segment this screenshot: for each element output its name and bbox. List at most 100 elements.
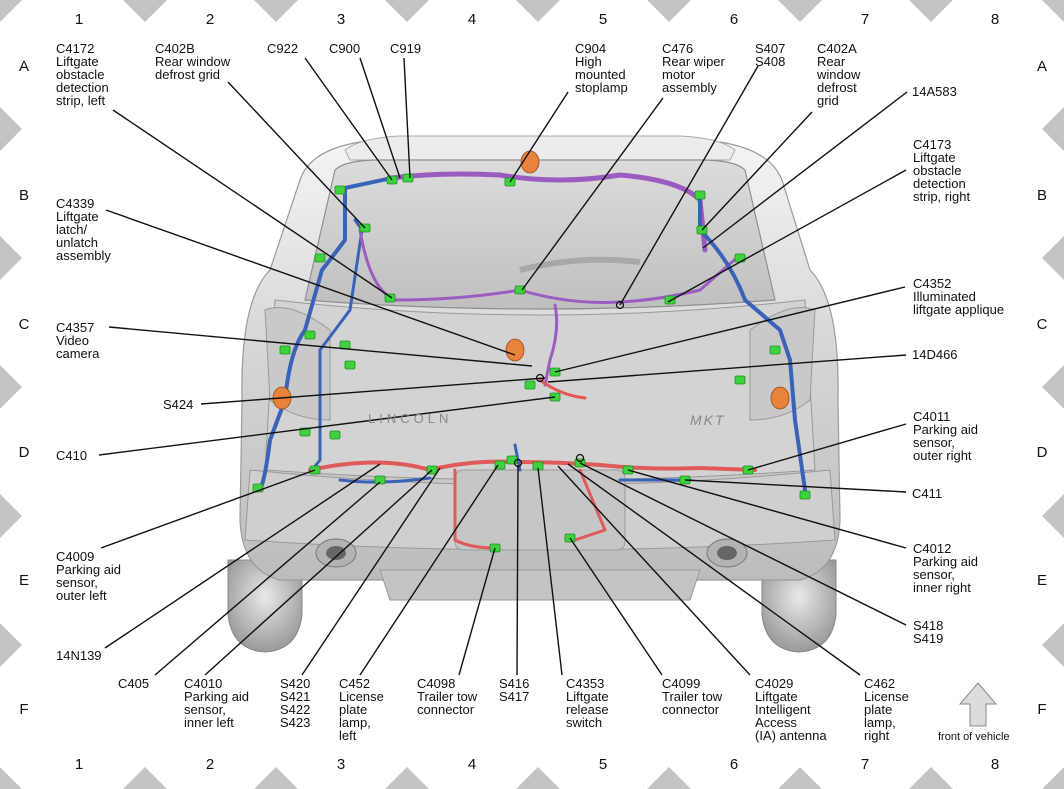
leader-line xyxy=(554,286,906,373)
connector-marker xyxy=(664,295,676,305)
connector-marker xyxy=(799,490,811,500)
connector-marker xyxy=(374,475,386,485)
column-number: 5 xyxy=(598,756,608,773)
splice-marker xyxy=(575,453,585,463)
row-letter: B xyxy=(18,187,29,204)
label-s418: S418 S419 xyxy=(913,618,944,646)
connector-marker xyxy=(344,360,356,370)
column-number: 1 xyxy=(74,756,84,773)
grid-marker xyxy=(1042,107,1064,151)
connector-marker xyxy=(769,345,781,355)
vehicle-rear-view xyxy=(227,135,841,653)
grid-marker xyxy=(516,0,560,22)
leader-line xyxy=(547,354,907,383)
row-letter: E xyxy=(18,572,29,589)
label-c4357: C4357 Video camera xyxy=(56,320,100,361)
grid-marker xyxy=(647,0,691,22)
grid-marker xyxy=(778,0,822,22)
connector-marker xyxy=(514,285,526,295)
row-letter: D xyxy=(18,444,30,461)
grid-marker xyxy=(0,236,22,280)
label-14d466: 14D466 xyxy=(912,347,958,362)
grid-marker xyxy=(1042,767,1064,789)
leader-line xyxy=(667,169,907,303)
label-s416: S416 S417 xyxy=(499,676,530,704)
column-number: 8 xyxy=(990,756,1000,773)
column-number: 3 xyxy=(336,756,346,773)
row-letter: F xyxy=(1037,701,1047,718)
label-c4009: C4009 Parking aid sensor, outer left xyxy=(56,549,122,603)
leader-line xyxy=(204,469,433,676)
leader-line xyxy=(521,97,664,291)
connector-marker xyxy=(314,253,326,263)
label-c402a: C402A Rear window defrost grid xyxy=(817,41,861,108)
leader-line xyxy=(100,469,316,549)
row-letter: A xyxy=(18,58,29,75)
leader-line xyxy=(567,463,861,676)
leader-line xyxy=(108,326,533,367)
leader-line xyxy=(509,91,569,183)
label-c4029: C4029 Liftgate Intelligent Access (IA) a… xyxy=(755,676,827,743)
grid-marker xyxy=(123,0,167,22)
model-badge: MKT xyxy=(690,412,726,428)
row-letter: C xyxy=(18,316,30,333)
label-c402b: C402B Rear window defrost grid xyxy=(155,41,231,82)
row-letter: F xyxy=(19,701,29,718)
label-s420: S420 S421 S422 S423 xyxy=(280,676,311,730)
brand-badge: LINCOLN xyxy=(368,411,452,426)
column-number: 5 xyxy=(598,11,608,28)
label-c411: C411 xyxy=(912,486,943,501)
leader-line xyxy=(579,462,907,626)
connector-marker xyxy=(505,338,525,362)
row-letter: E xyxy=(1036,572,1047,589)
label-c904: C904 High mounted stoplamp xyxy=(575,41,628,95)
label-c4173: C4173 Liftgate obstacle detection strip,… xyxy=(913,137,971,204)
column-number: 6 xyxy=(729,11,739,28)
leader-line xyxy=(569,537,663,676)
label-c476: C476 Rear wiper motor assembly xyxy=(662,41,725,95)
grid-marker xyxy=(0,365,22,409)
column-number: 2 xyxy=(205,756,215,773)
leader-line xyxy=(701,111,813,231)
grid-marker xyxy=(909,0,953,22)
grid-marker xyxy=(1042,494,1064,538)
grid-marker xyxy=(385,0,429,22)
up-arrow-icon xyxy=(958,682,998,727)
grid-marker xyxy=(385,767,429,789)
connector-marker xyxy=(304,330,316,340)
connector-marker xyxy=(299,427,311,437)
leader-line xyxy=(403,57,411,179)
leader-line xyxy=(684,479,907,493)
column-number: 1 xyxy=(74,11,84,28)
row-letter: D xyxy=(1036,444,1048,461)
column-number: 4 xyxy=(467,11,477,28)
label-s407: S407 S408 xyxy=(755,41,786,69)
label-c4010: C4010 Parking aid sensor, inner left xyxy=(184,676,250,730)
label-c405: C405 xyxy=(118,676,150,691)
grid-marker xyxy=(909,767,953,789)
leader-line xyxy=(702,91,908,249)
label-c4353: C4353 Liftgate release switch xyxy=(566,676,609,730)
label-c4098: C4098 Trailer tow connector xyxy=(417,676,478,717)
leader-line xyxy=(98,396,556,456)
grid-marker xyxy=(0,494,22,538)
grid-marker xyxy=(254,0,298,22)
column-number: 3 xyxy=(336,11,346,28)
connector-marker xyxy=(694,190,706,200)
row-letter: B xyxy=(1036,187,1047,204)
leader-line xyxy=(747,423,907,471)
column-number: 4 xyxy=(467,756,477,773)
grid-marker xyxy=(0,107,22,151)
connector-marker xyxy=(279,345,291,355)
grid-marker xyxy=(1042,236,1064,280)
connector-marker xyxy=(334,185,346,195)
label-c4012: C4012 Parking aid sensor, inner right xyxy=(913,541,979,595)
leader-line xyxy=(104,463,381,649)
label-14n139: 14N139 xyxy=(56,648,102,663)
label-c922: C922 xyxy=(267,41,299,56)
label-c4352: C4352 Illuminated liftgate applique xyxy=(913,276,1005,317)
leader-line xyxy=(200,377,546,405)
grid-marker xyxy=(254,767,298,789)
